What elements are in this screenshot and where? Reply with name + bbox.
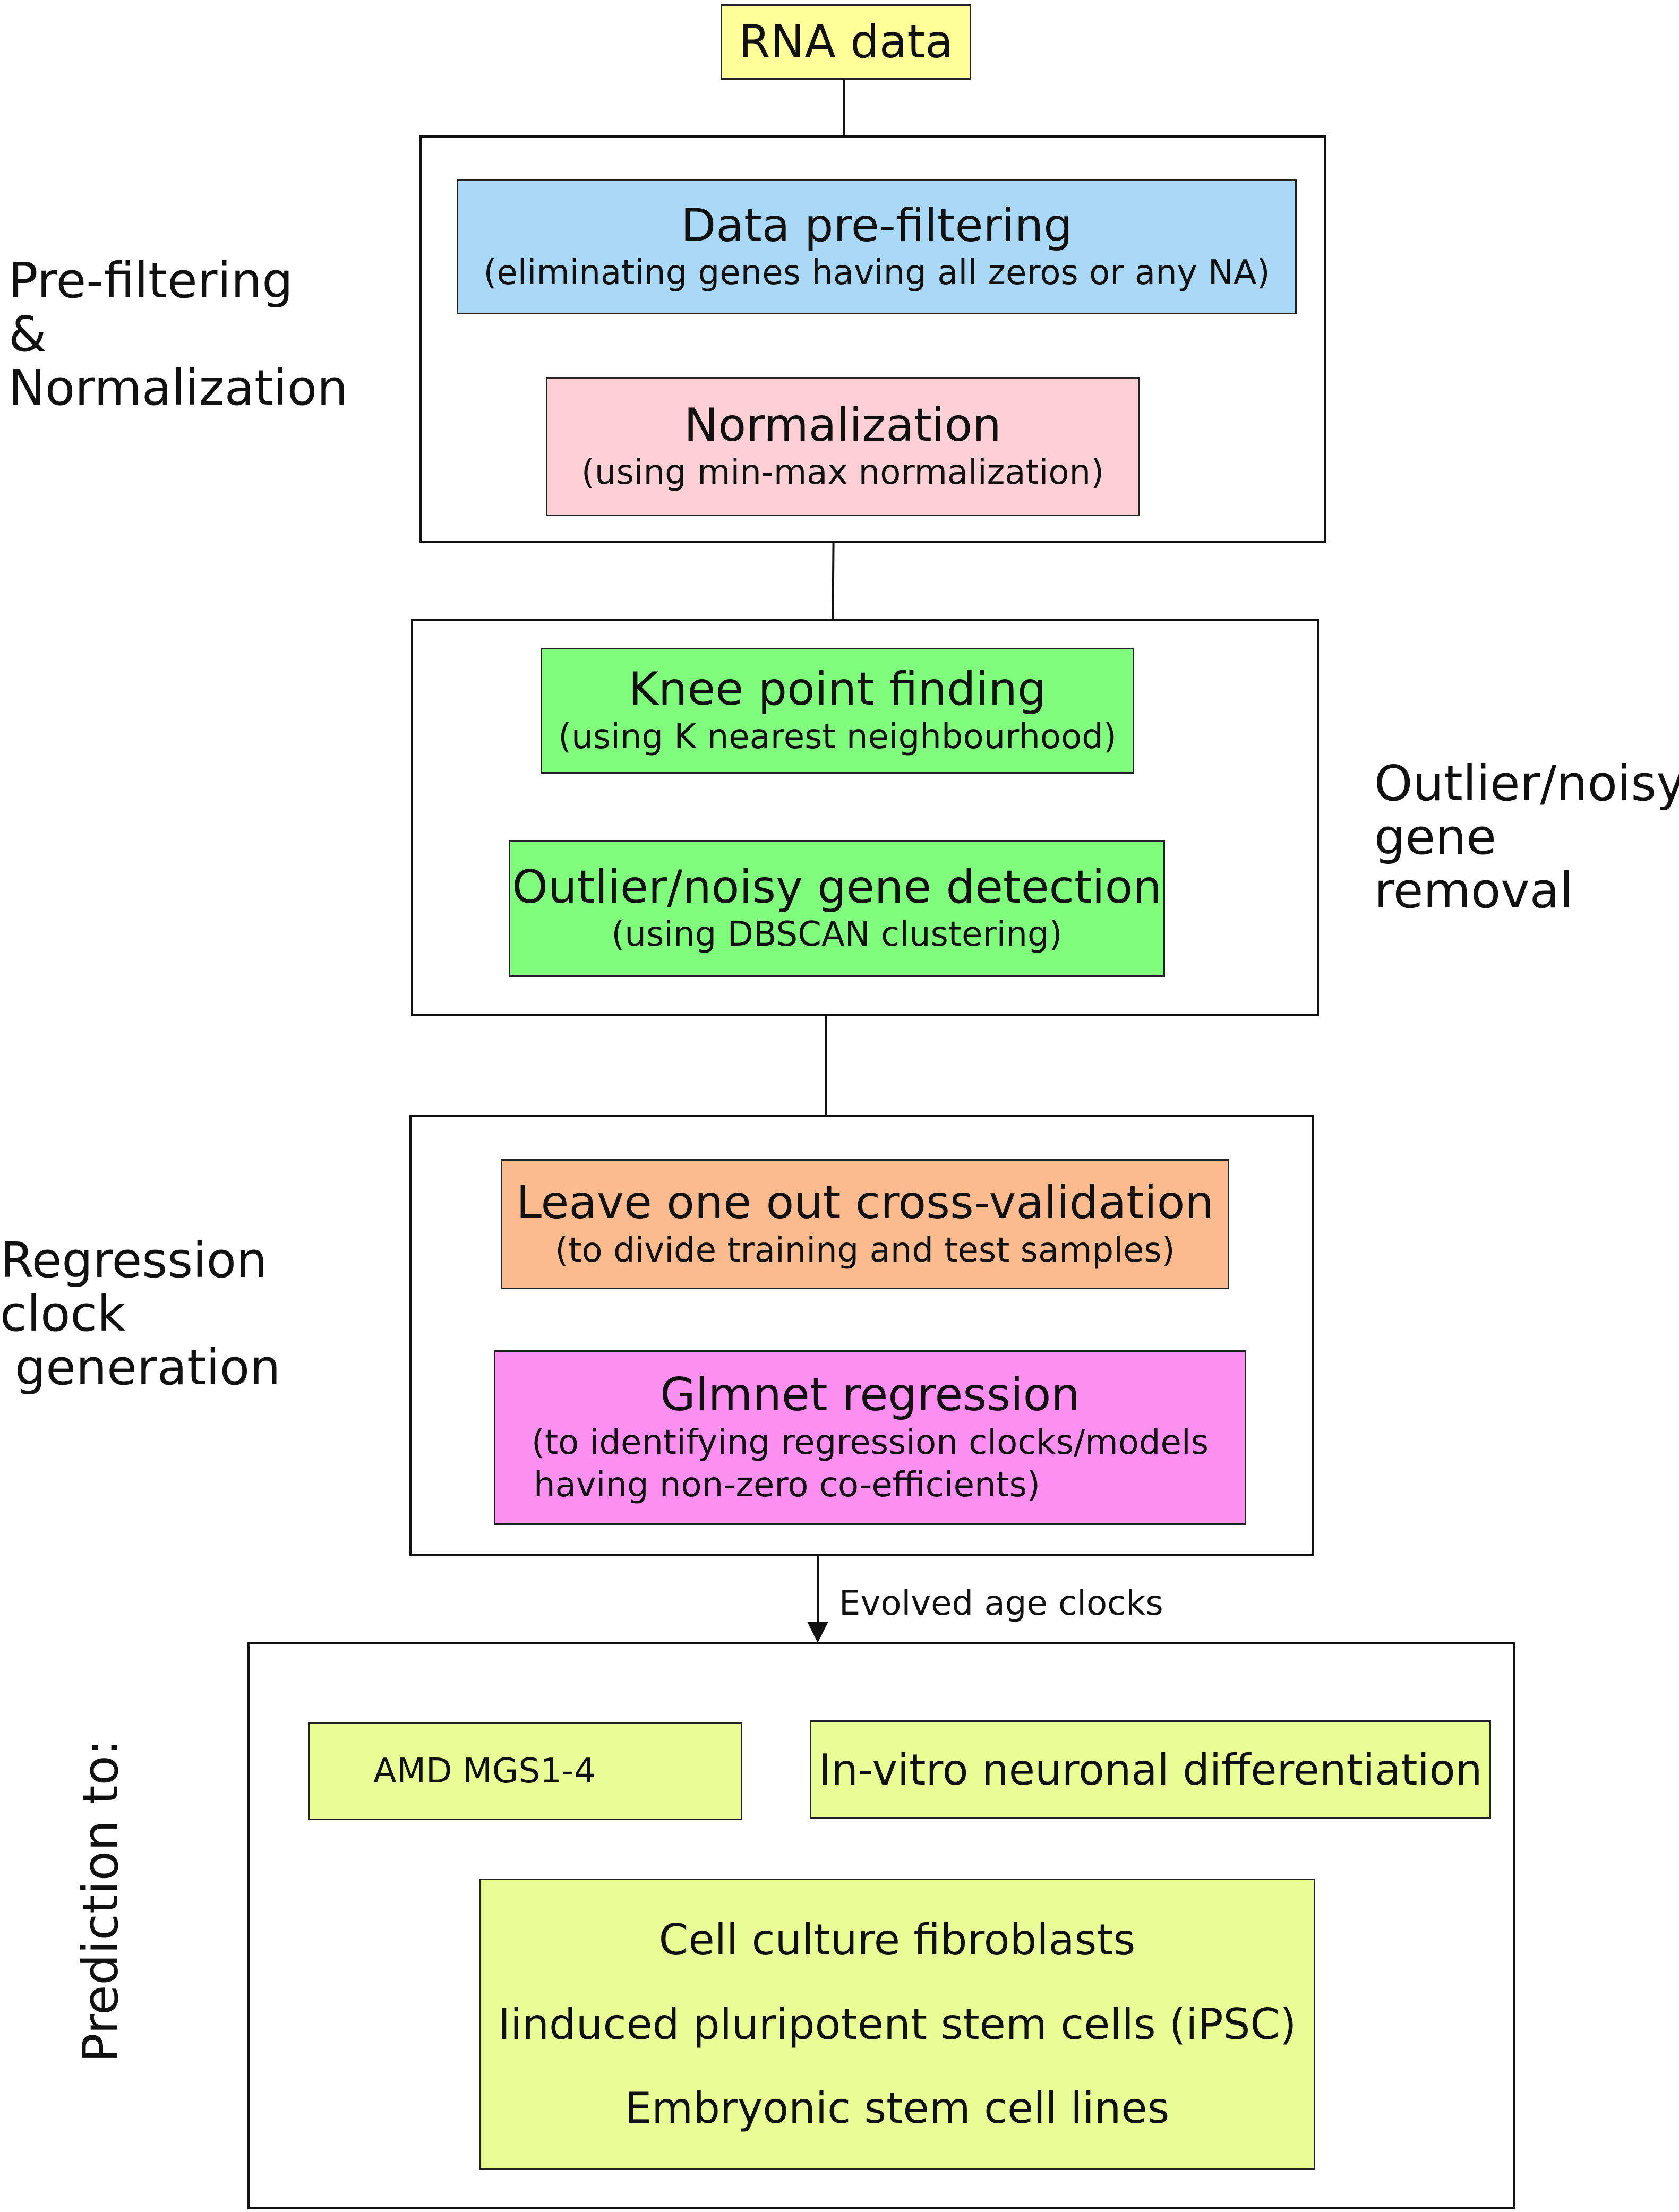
stage2-label-line2: gene removal [1374, 809, 1573, 920]
rna-data-label: RNA data [739, 15, 953, 68]
stage3-label-line2: generation [15, 1339, 281, 1396]
normalization-node: Normalization (using min-max normalizati… [546, 377, 1140, 516]
outlier-detection-node: Outlier/noisy gene detection (using DBSC… [509, 840, 1165, 977]
normalization-subtitle: (using min-max normalization) [581, 453, 1104, 493]
evolved-age-clocks-text: Evolved age clocks [839, 1584, 1163, 1623]
knee-point-subtitle: (using K nearest neighbourhood) [558, 717, 1117, 757]
prefilter-subtitle: (eliminating genes having all zeros or a… [483, 253, 1270, 293]
stage3-side-label: Regression clock generation [0, 1233, 404, 1395]
invitro-node: In-vitro neuronal differentiation [810, 1720, 1491, 1819]
outlier-detection-subtitle: (using DBSCAN clustering) [611, 915, 1063, 955]
stage1-label-line1: Pre-filtering [8, 252, 293, 309]
cell-types-node: Cell culture fibroblasts Iinduced plurip… [479, 1879, 1315, 2170]
prefilter-title: Data pre-filtering [681, 199, 1073, 252]
loocv-node: Leave one out cross-validation (to divid… [501, 1159, 1229, 1289]
invitro-label: In-vitro neuronal differentiation [818, 1745, 1483, 1795]
stage1-side-label: Pre-filtering & Normalization [8, 254, 380, 415]
glmnet-node: Glmnet regression (to identifying regres… [494, 1350, 1246, 1525]
stage3-label-line1: Regression clock [0, 1232, 268, 1343]
stage2-side-label: Outlier/noisy gene removal [1374, 755, 1679, 920]
loocv-title: Leave one out cross-validation [516, 1176, 1214, 1230]
glmnet-subtitle-line1: (to identifying regression clocks/models [532, 1422, 1209, 1462]
stage1-label-line2: & Normalization [8, 306, 348, 417]
normalization-title: Normalization [684, 398, 1001, 452]
knee-point-node: Knee point finding (using K nearest neig… [541, 648, 1134, 774]
stage2-label-line1: Outlier/noisy [1374, 755, 1679, 812]
glmnet-subtitle-line2: having non-zero co-efficients) [534, 1465, 1040, 1505]
rna-data-node: RNA data [721, 4, 971, 80]
prefilter-node: Data pre-filtering (eliminating genes ha… [457, 179, 1297, 314]
amd-mgs-label: AMD MGS1-4 [373, 1751, 596, 1791]
prediction-side-text: Prediction to: [72, 1739, 130, 2063]
outlier-detection-title: Outlier/noisy gene detection [512, 860, 1162, 914]
cell-type-item: Embryonic stem cell lines [624, 2084, 1170, 2133]
evolved-age-clocks-label: Evolved age clocks [839, 1582, 1264, 1625]
cell-type-item: Cell culture fibroblasts [658, 1915, 1136, 1965]
prediction-side-label: Prediction to: [72, 1688, 130, 2113]
knee-point-title: Knee point finding [628, 663, 1047, 716]
loocv-subtitle: (to divide training and test samples) [555, 1230, 1175, 1270]
amd-mgs-node: AMD MGS1-4 [308, 1722, 742, 1820]
cell-type-item: Iinduced pluripotent stem cells (iPSC) [498, 1999, 1297, 2049]
glmnet-title: Glmnet regression [660, 1368, 1080, 1422]
